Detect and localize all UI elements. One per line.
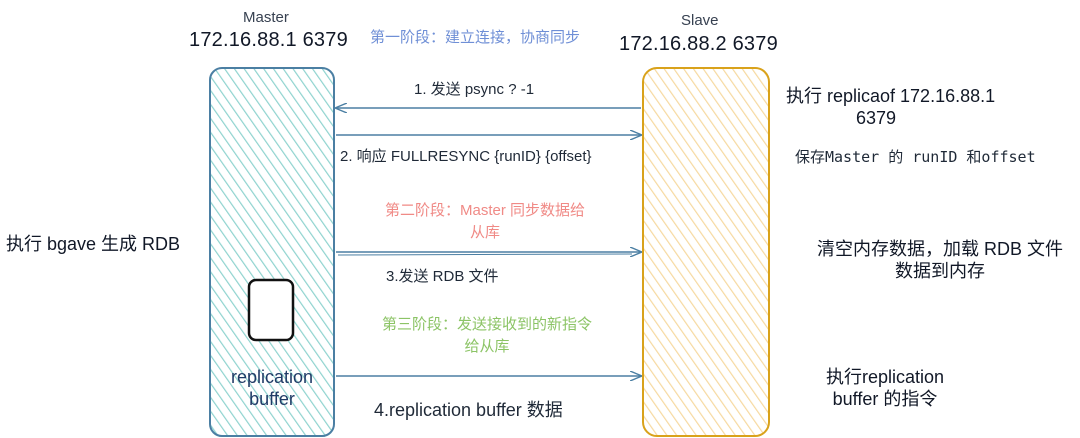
replication-buffer-label: replication buffer <box>210 366 334 410</box>
replication-buffer-label-line2: buffer <box>249 389 295 409</box>
master-address: 172.16.88.1 6379 <box>189 29 348 51</box>
slave-load-rdb-note: 清空内存数据，加载 RDB 文件 数据到内存 <box>800 238 1080 282</box>
slave-title: Slave <box>681 12 719 29</box>
replication-buffer-box <box>247 278 295 342</box>
stage2-label: 第二阶段：Master 同步数据给 从库 <box>350 200 620 244</box>
slave-node <box>642 67 770 437</box>
stage3-label: 第三阶段：发送接收到的新指令 给从库 <box>346 314 628 358</box>
message-replication-buffer: 4.replication buffer 数据 <box>374 400 563 420</box>
message-psync: 1. 发送 psync ? -1 <box>414 81 535 98</box>
slave-replicaof-note-line1: 执行 replicaof 172.16.88.1 <box>786 86 996 106</box>
stage2-label-line1: 第二阶段：Master 同步数据给 <box>384 202 585 219</box>
stage3-label-line2: 给从库 <box>464 338 510 355</box>
slave-exec-buffer-note-line2: buffer 的指令 <box>832 389 938 409</box>
master-bgsave-note: 执行 bgave 生成 RDB <box>6 234 181 254</box>
slave-save-runid-note: 保存Master 的 runID 和offset <box>795 148 1036 166</box>
stage2-label-line2: 从库 <box>469 224 500 241</box>
slave-load-rdb-note-line2: 数据到内存 <box>895 261 985 281</box>
slave-address: 172.16.88.2 6379 <box>619 33 778 55</box>
stage1-label: 第一阶段：建立连接，协商同步 <box>370 29 581 46</box>
master-title: Master <box>243 9 289 26</box>
slave-replicaof-note: 执行 replicaof 172.16.88.1 6379 <box>786 85 996 129</box>
stage3-label-line1: 第三阶段：发送接收到的新指令 <box>381 316 592 333</box>
slave-exec-buffer-note-line1: 执行replication <box>825 367 945 387</box>
master-node <box>209 67 335 437</box>
replication-buffer-label-line1: replication <box>230 367 314 387</box>
arrow-rdb-file-sketch <box>337 253 633 256</box>
slave-exec-buffer-note: 执行replication buffer 的指令 <box>806 366 964 410</box>
message-fullresync: 2. 响应 FULLRESYNC {runID} {offset} <box>340 148 592 165</box>
slave-replicaof-note-line2: 6379 <box>855 108 897 128</box>
message-rdb-file: 3.发送 RDB 文件 <box>386 268 499 285</box>
slave-load-rdb-note-line1: 清空内存数据，加载 RDB 文件 <box>816 239 1063 259</box>
